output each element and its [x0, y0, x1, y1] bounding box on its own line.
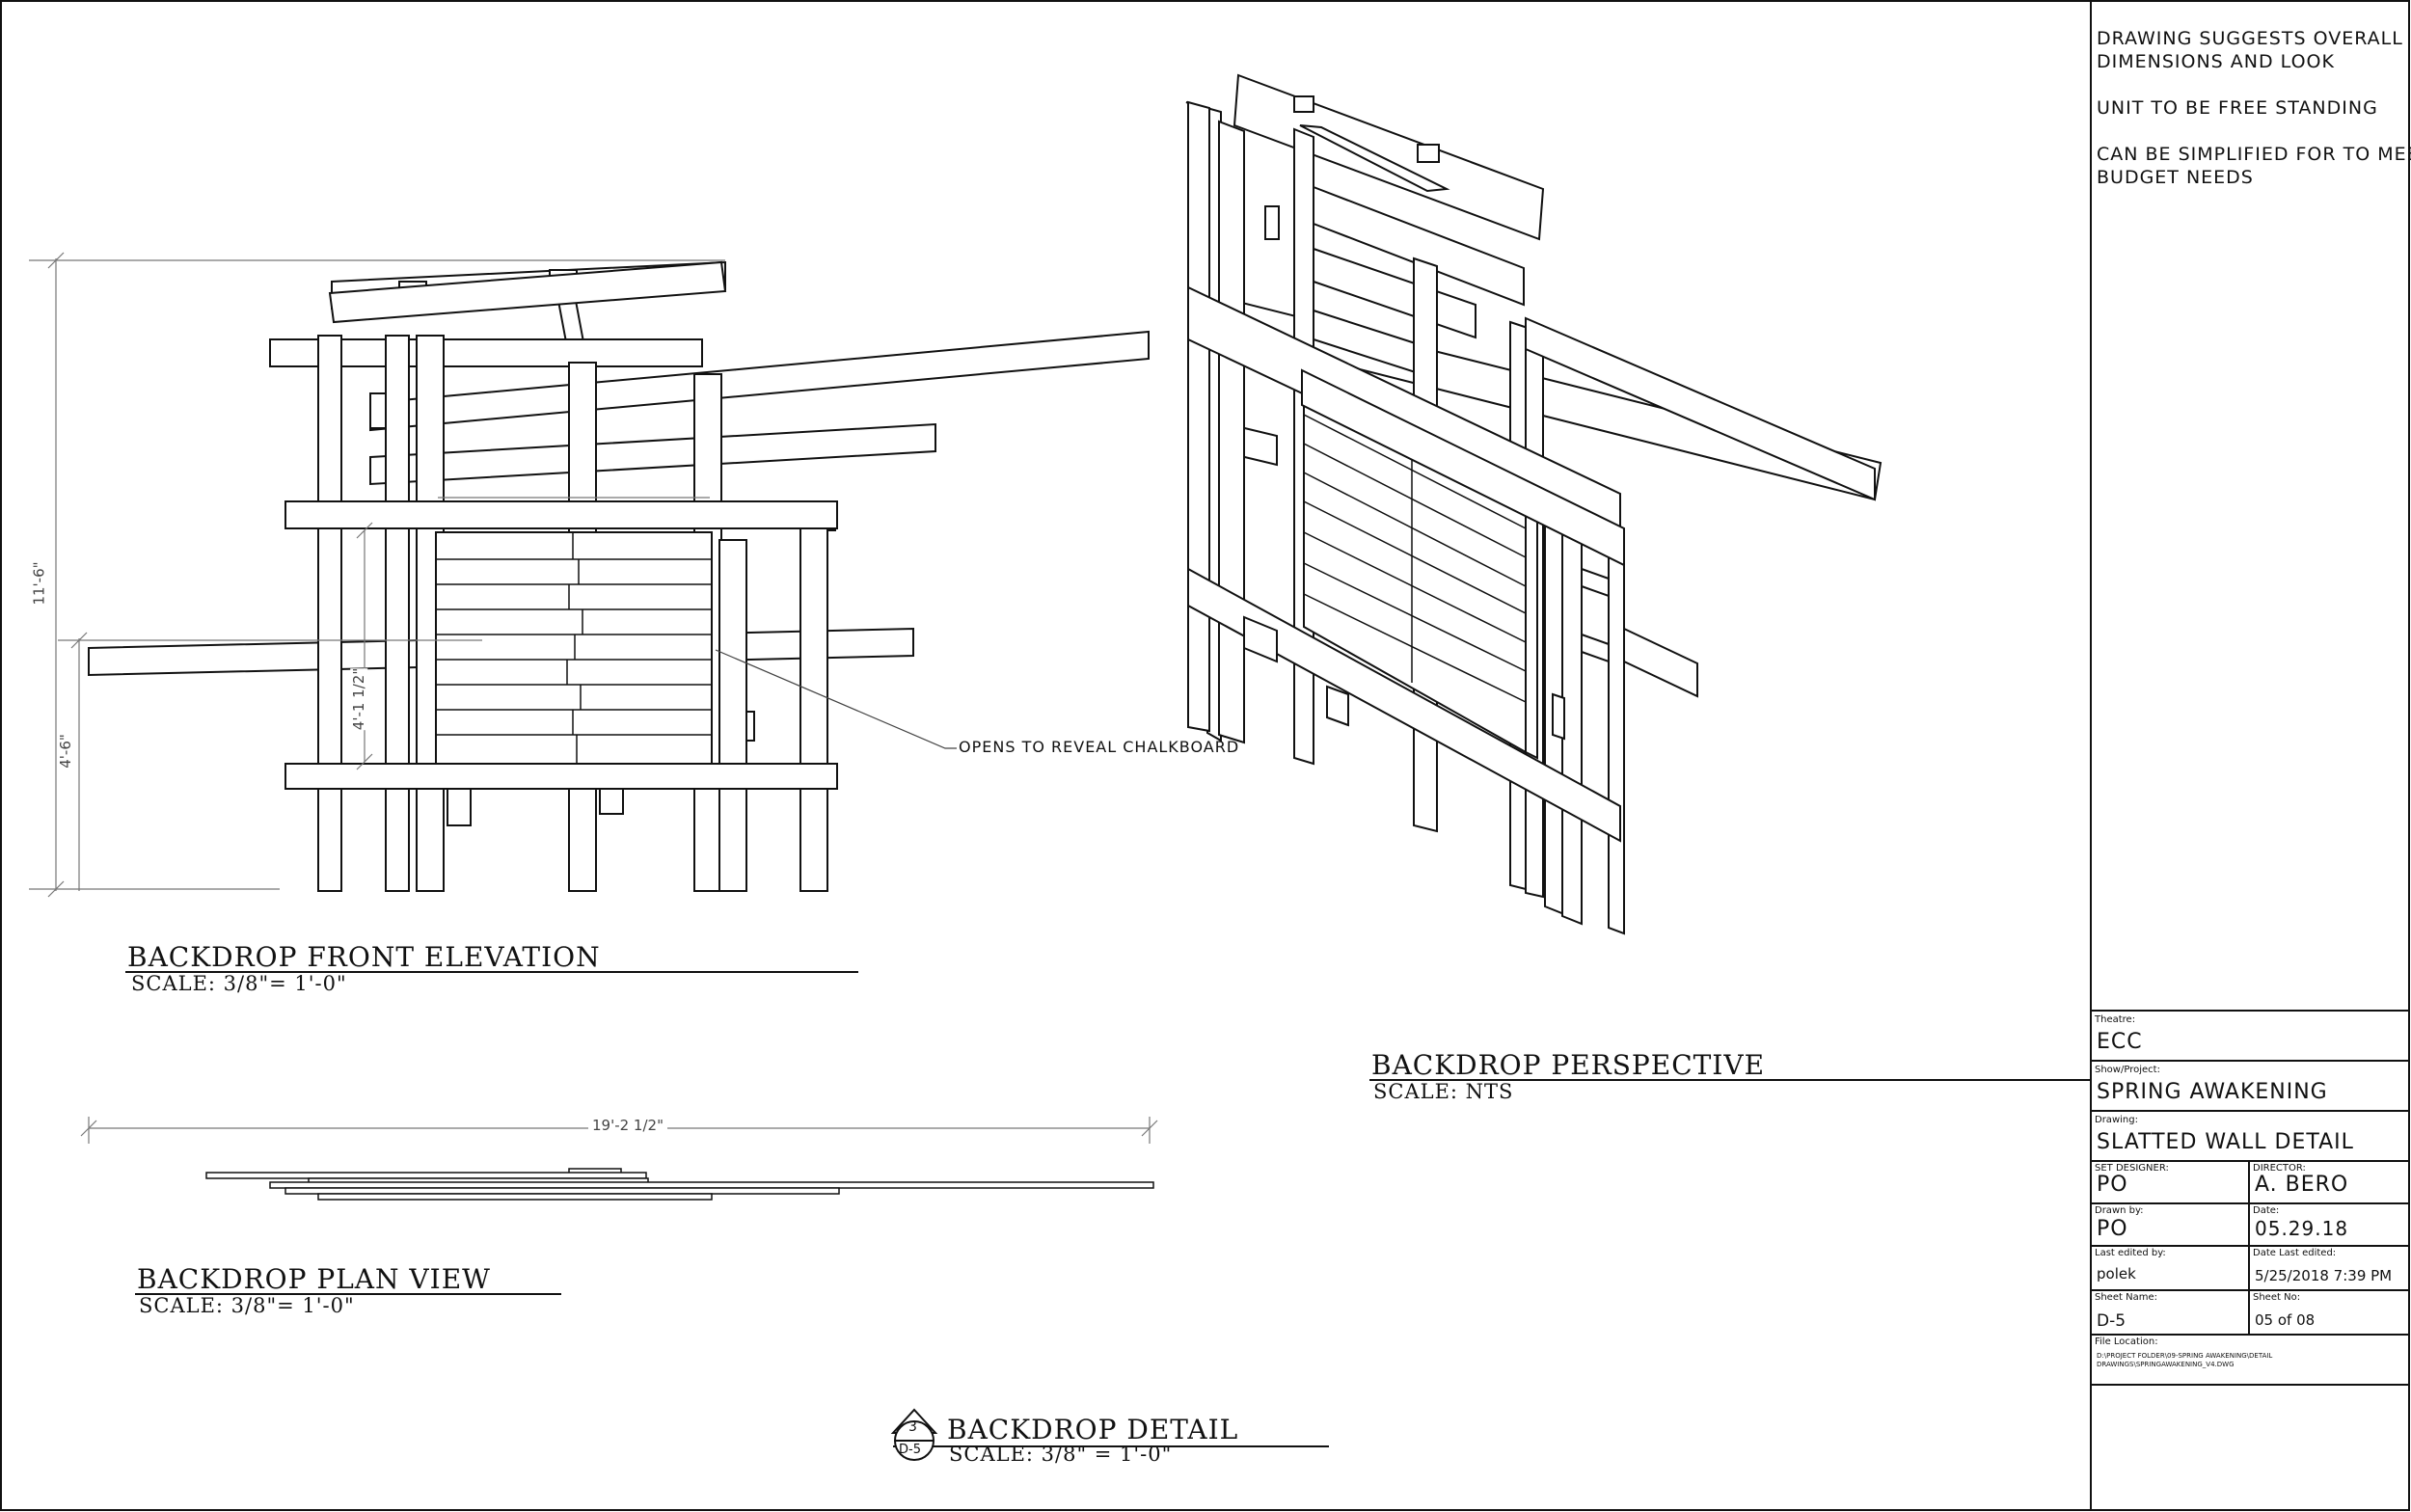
file-location-value: D:\PROJECT FOLDER\09-SPRING AWAKENING\DE…	[2097, 1352, 2273, 1368]
front-elevation-title: BACKDROP FRONT ELEVATION	[127, 941, 601, 973]
sheet-no-label: Sheet No:	[2253, 1292, 2301, 1303]
sheet-name-value: D-5	[2097, 1311, 2127, 1331]
set-designer-value: PO	[2097, 1173, 2128, 1197]
note-line-4: CAN BE SIMPLIFIED FOR TO MEET	[2097, 144, 2411, 165]
show-value: SPRING AWAKENING	[2097, 1080, 2328, 1104]
plan-view-scale: SCALE: 3/8"= 1'-0"	[139, 1294, 355, 1317]
note-line-2: DIMENSIONS AND LOOK	[2097, 51, 2335, 72]
date-value: 05.29.18	[2255, 1217, 2349, 1240]
theatre-label: Theatre:	[2095, 1014, 2136, 1025]
chalkboard-callout: OPENS TO REVEAL CHALKBOARD	[959, 738, 1240, 756]
file-location-label: File Location:	[2095, 1336, 2158, 1347]
drawing-label: Drawing:	[2095, 1115, 2138, 1125]
detail-scale: SCALE: 3/8" = 1'-0"	[949, 1443, 1173, 1466]
director-label: DIRECTOR:	[2253, 1163, 2306, 1174]
front-elevation-drawing	[88, 260, 1150, 892]
panel-height-dimension: 4'-1 1/2"	[350, 667, 368, 731]
plan-view-title: BACKDROP PLAN VIEW	[137, 1263, 491, 1295]
last-edited-by-value: polek	[2097, 1265, 2136, 1282]
overall-width-dimension: 19'-2 1/2"	[588, 1117, 667, 1134]
sheet-name-label: Sheet Name:	[2095, 1292, 2157, 1303]
drawing-value: SLATTED WALL DETAIL	[2097, 1130, 2354, 1154]
detail-marker	[890, 1408, 938, 1461]
sheet-no-value: 05 of 08	[2255, 1311, 2316, 1329]
set-designer-label: SET DESIGNER:	[2095, 1163, 2169, 1174]
detail-marker-sheet: D-5	[899, 1443, 921, 1457]
detail-title: BACKDROP DETAIL	[947, 1414, 1239, 1445]
date-label: Date:	[2253, 1205, 2280, 1216]
note-line-1: DRAWING SUGGESTS OVERALL	[2097, 28, 2403, 49]
drawn-by-value: PO	[2097, 1217, 2128, 1241]
drawn-by-label: Drawn by:	[2095, 1205, 2144, 1216]
overall-height-dimension: 11'-6"	[30, 561, 48, 606]
perspective-title: BACKDROP PERSPECTIVE	[1371, 1049, 1766, 1081]
last-edited-by-label: Last edited by:	[2095, 1248, 2166, 1258]
note-line-3: UNIT TO BE FREE STANDING	[2097, 97, 2378, 119]
detail-marker-number: 3	[908, 1419, 917, 1435]
chalkboard-leader	[715, 649, 957, 749]
director-value: A. BERO	[2255, 1173, 2349, 1197]
perspective-scale: SCALE: NTS	[1373, 1080, 1514, 1103]
show-label: Show/Project:	[2095, 1065, 2160, 1075]
perspective-drawing	[1185, 73, 1883, 935]
title-block-grid	[2091, 1010, 2409, 1386]
front-elevation-dimensions	[29, 252, 725, 898]
front-elevation-scale: SCALE: 3/8"= 1'-0"	[131, 972, 347, 995]
note-line-5: BUDGET NEEDS	[2097, 167, 2254, 188]
date-last-edited-value: 5/25/2018 7:39 PM	[2255, 1267, 2393, 1284]
date-last-edited-label: Date Last edited:	[2253, 1248, 2337, 1258]
plan-view-drawing	[80, 1117, 1158, 1201]
lower-height-dimension: 4'-6"	[56, 734, 74, 769]
theatre-value: ECC	[2097, 1030, 2143, 1054]
